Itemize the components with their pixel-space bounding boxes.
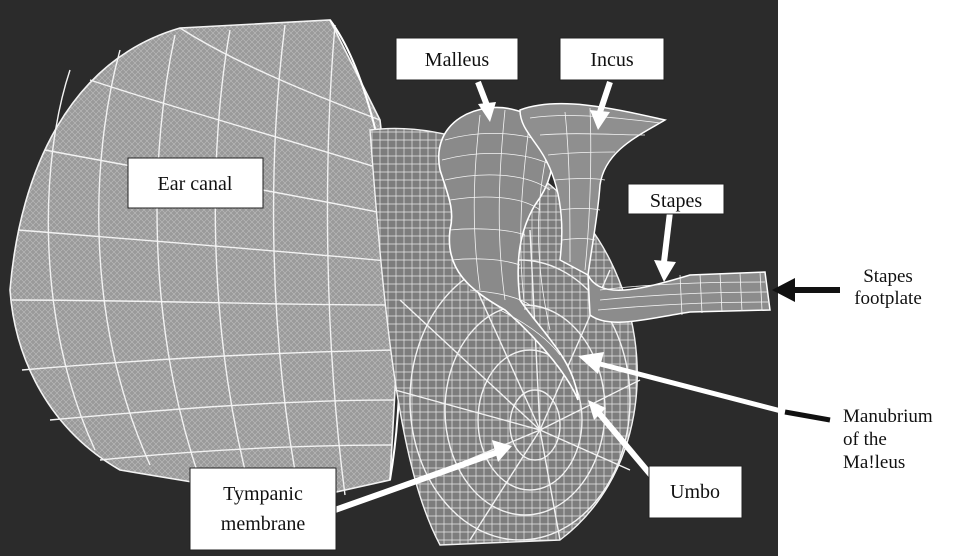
svg-text:Stapes: Stapes	[650, 190, 702, 212]
label-tympanic-membrane: Tympanic membrane	[190, 468, 336, 550]
svg-text:Tympanic: Tympanic	[223, 483, 303, 505]
label-malleus: Malleus	[396, 38, 518, 80]
stapes-footplate-arrow	[772, 278, 840, 302]
label-umbo: Umbo	[649, 466, 742, 518]
svg-text:of the: of the	[843, 429, 887, 450]
label-manubrium-of-the-malleus: Manubrium of the Ma!leus	[843, 406, 933, 473]
svg-text:Incus: Incus	[590, 49, 634, 71]
svg-text:Manubrium: Manubrium	[843, 406, 933, 427]
svg-text:Umbo: Umbo	[670, 481, 720, 503]
svg-text:Ear canal: Ear canal	[158, 173, 233, 195]
svg-text:footplate: footplate	[854, 288, 922, 309]
label-incus: Incus	[560, 38, 664, 80]
svg-text:Ma!leus: Ma!leus	[843, 452, 905, 473]
label-stapes-footplate: Stapes footplate	[854, 266, 922, 309]
label-stapes: Stapes	[628, 184, 724, 214]
svg-text:membrane: membrane	[221, 513, 306, 535]
svg-text:Malleus: Malleus	[425, 49, 490, 71]
label-ear-canal: Ear canal	[128, 158, 263, 208]
svg-text:Stapes: Stapes	[863, 266, 913, 287]
